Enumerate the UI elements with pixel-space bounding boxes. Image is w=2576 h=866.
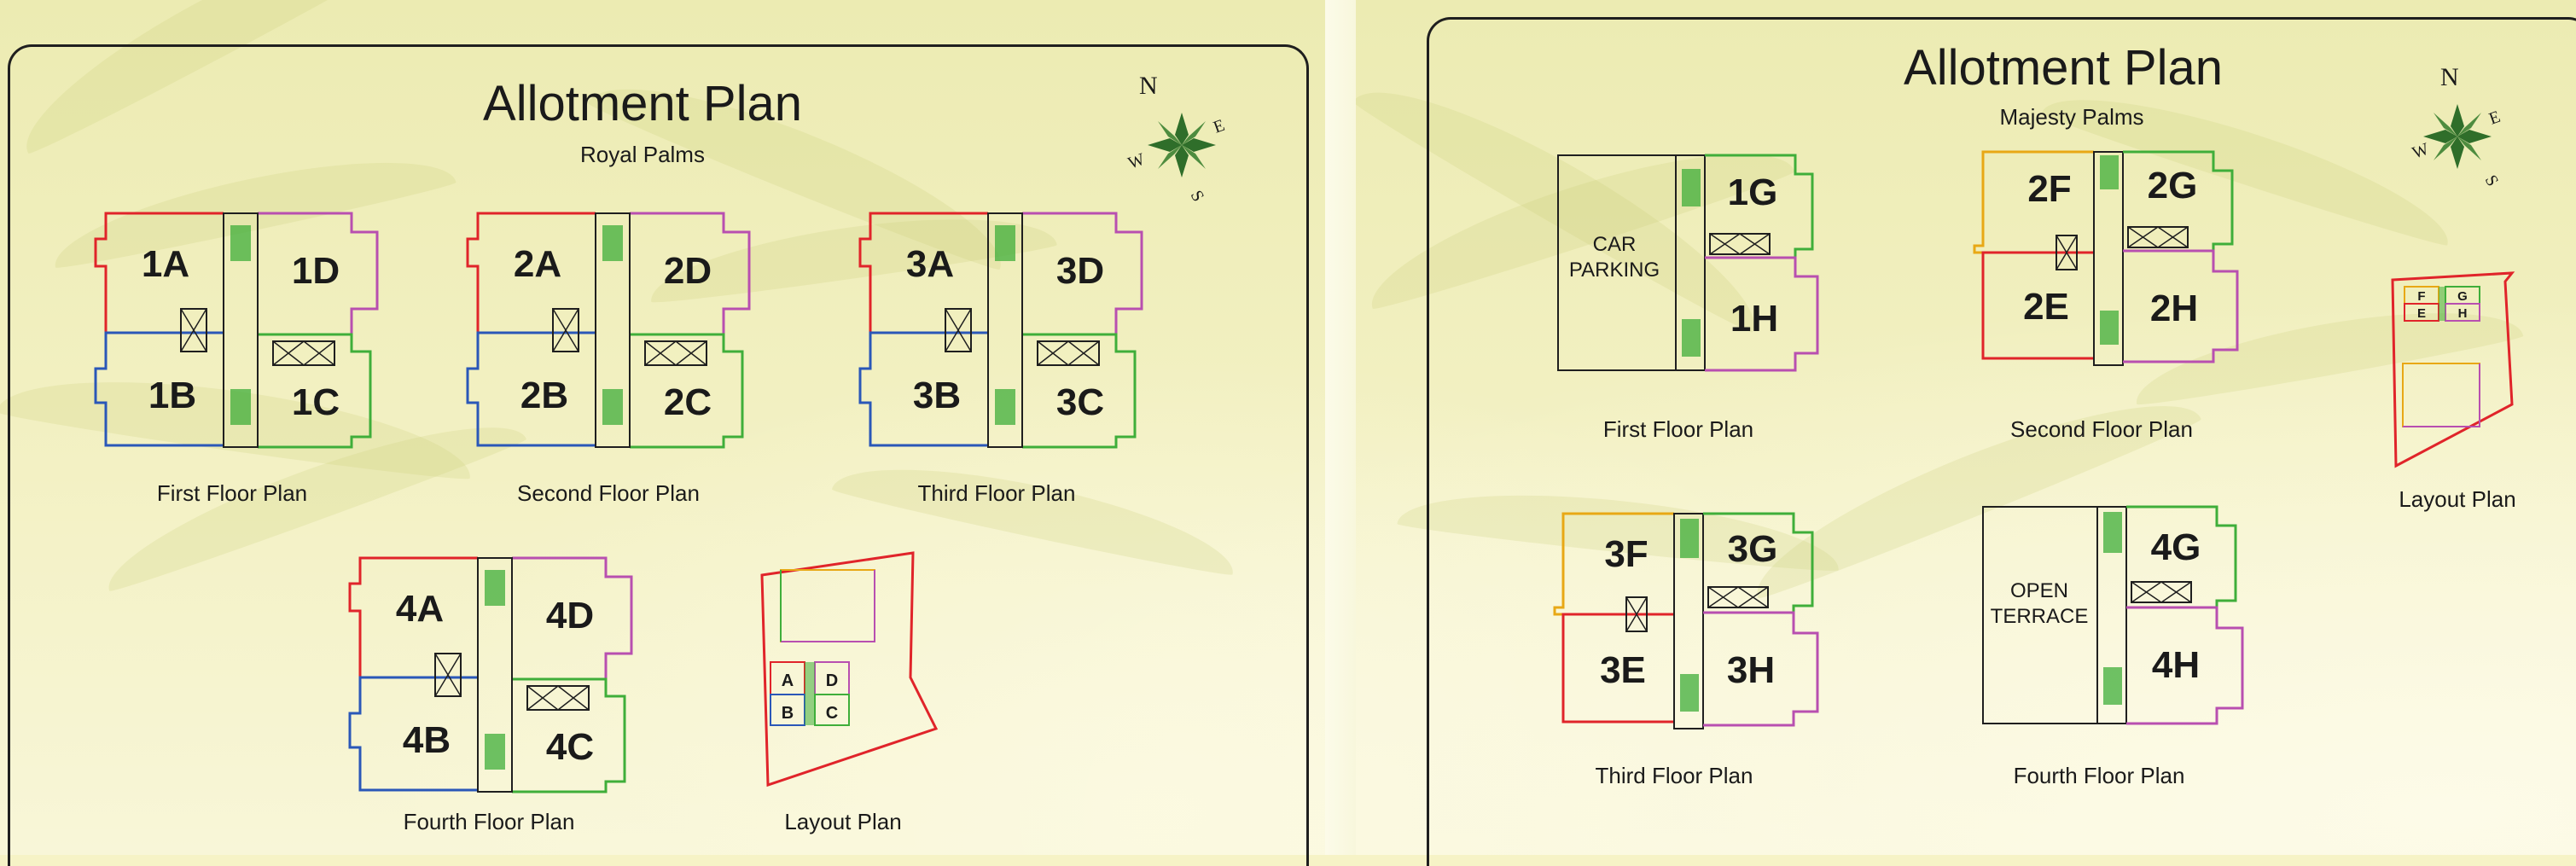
compass-w: W	[2410, 140, 2431, 163]
floor-caption: Layout Plan	[2399, 486, 2516, 512]
majesty-palms-panel	[1427, 17, 2576, 866]
unit-label: 4H	[2152, 644, 2200, 686]
floor-plan-2: 2A 2D 2B 2C	[466, 212, 751, 449]
floor-plan-3-majesty: 3F 3G 3E 3H	[1553, 512, 1819, 729]
unit-label: E	[2417, 306, 2426, 321]
layout-plan: F G E H	[2391, 271, 2515, 468]
panel-divider	[1325, 0, 1356, 855]
floor-plan-1-majesty: CAR PARKING 1G 1H	[1557, 154, 1819, 372]
floor-caption: Third Floor Plan	[917, 480, 1076, 506]
unit-label: 2E	[2023, 286, 2069, 328]
compass-e: E	[2486, 108, 2503, 129]
floor-caption: Third Floor Plan	[1595, 763, 1753, 788]
unit-label: C	[826, 704, 838, 723]
floor-caption: Second Floor Plan	[517, 480, 700, 506]
unit-label: 4G	[2151, 526, 2201, 568]
floor-plan-3: 3A 3D 3B 3C	[858, 212, 1143, 449]
unit-label: 2F	[2027, 168, 2071, 210]
unit-label: 4D	[546, 595, 594, 636]
area-label: CAR	[1593, 233, 1637, 256]
unit-label: 2C	[664, 381, 712, 423]
unit-label: 2B	[520, 375, 568, 416]
unit-label: 1H	[1730, 298, 1778, 340]
floor-plan-1: 1A 1D 1B 1C	[94, 212, 379, 449]
unit-label: 1B	[148, 375, 196, 416]
floor-plan-4: 4A 4D 4B 4C	[348, 556, 633, 793]
unit-label: 3H	[1727, 649, 1775, 691]
unit-label: A	[782, 671, 794, 690]
unit-label: 3E	[1600, 649, 1646, 691]
unit-label: 4C	[546, 726, 594, 768]
unit-label: H	[2458, 306, 2468, 321]
unit-label: 1G	[1728, 171, 1778, 213]
area-label: TERRACE	[1991, 605, 2089, 628]
unit-label: 3D	[1056, 250, 1104, 292]
unit-label: 4B	[403, 719, 451, 761]
area-label: OPEN	[2010, 579, 2068, 602]
page-subtitle: Majesty Palms	[1999, 104, 2144, 130]
unit-label: 2G	[2148, 165, 2198, 206]
unit-label: 1D	[292, 250, 340, 292]
area-label: PARKING	[1569, 259, 1660, 282]
compass-n: N	[1139, 72, 1158, 100]
compass-icon: N E W S	[1125, 72, 1227, 205]
unit-label: 2D	[664, 250, 712, 292]
unit-label: D	[826, 671, 838, 690]
unit-label: 2H	[2150, 288, 2198, 329]
unit-label: 3C	[1056, 381, 1104, 423]
page-title: Allotment Plan	[1904, 40, 2223, 96]
unit-label: 1C	[292, 381, 340, 423]
floor-plan-4-majesty: OPEN TERRACE 4G 4H	[1982, 505, 2244, 725]
unit-label: 3F	[1604, 533, 1648, 575]
compass-e: E	[1211, 116, 1227, 137]
unit-label: 4A	[396, 588, 444, 630]
floor-caption: Layout Plan	[784, 809, 902, 834]
unit-label: G	[2457, 289, 2468, 304]
compass-n: N	[2440, 63, 2459, 91]
royal-palms-panel	[8, 44, 1309, 866]
floor-plan-2-majesty: 2F 2G 2E 2H	[1973, 150, 2239, 366]
unit-label: 3A	[906, 243, 954, 285]
unit-label: F	[2417, 289, 2425, 304]
unit-label: 3G	[1728, 528, 1778, 570]
page-subtitle: Royal Palms	[580, 142, 705, 167]
compass-icon: N E W S	[2410, 63, 2503, 190]
page-title: Allotment Plan	[483, 76, 802, 131]
floor-caption: First Floor Plan	[156, 480, 308, 506]
floor-caption: Fourth Floor Plan	[2013, 763, 2185, 788]
floor-caption: Second Floor Plan	[2010, 416, 2193, 442]
compass-s: S	[2481, 172, 2503, 190]
floor-caption: First Floor Plan	[1602, 416, 1754, 442]
floor-caption: Fourth Floor Plan	[403, 809, 575, 834]
layout-plan: A D B C	[760, 551, 939, 788]
unit-label: 1A	[142, 243, 189, 285]
unit-label: B	[782, 704, 794, 723]
unit-label: 3B	[913, 375, 961, 416]
unit-label: 2A	[514, 243, 561, 285]
